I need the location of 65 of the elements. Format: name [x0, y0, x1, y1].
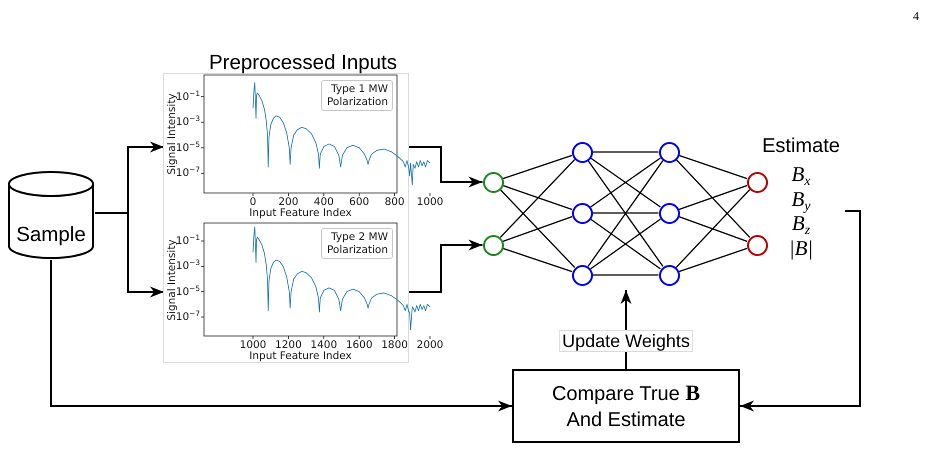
tick-label: 1000 — [240, 339, 266, 351]
page-number: 4 — [913, 9, 919, 23]
connection-line — [678, 248, 748, 272]
neuron-circle — [572, 202, 592, 224]
tick-label: 1800 — [381, 339, 408, 351]
connection-line — [502, 248, 572, 272]
tick-label: 600 — [349, 196, 370, 208]
tick-label: 1400 — [310, 339, 338, 351]
connection-line — [592, 212, 658, 214]
tick-label: 1600 — [346, 339, 373, 351]
tick-label: 10$^{−7}$ — [176, 167, 200, 180]
axis-title: Input Feature Index — [249, 207, 352, 219]
chart-legend: Type 2 MW Polarization — [321, 228, 393, 259]
chart-legend: Type 1 MW Polarization — [321, 80, 393, 111]
tick-label: 10$^{−3}$ — [176, 116, 200, 128]
output-label: B$_{x}$ — [792, 162, 810, 186]
tick-label: 400 — [314, 196, 334, 208]
neuron-circle — [746, 172, 768, 192]
connection-line — [676, 159, 750, 238]
connection-line — [500, 159, 576, 238]
tick-label: 10$^{−5}$ — [176, 286, 200, 298]
connection-line — [500, 189, 576, 268]
neuron-circle — [746, 234, 768, 256]
output-label: B$_{y}$ — [792, 186, 810, 211]
neuron-circle — [572, 142, 592, 162]
arrow — [50, 260, 512, 412]
connection-line — [592, 151, 658, 153]
tick-label: 2000 — [416, 339, 444, 351]
neuron-circle — [482, 234, 504, 256]
tick-label: 200 — [278, 196, 298, 208]
tick-label: 1200 — [275, 339, 302, 351]
connection-line — [678, 154, 748, 180]
axis-title: Input Feature Index — [249, 350, 352, 362]
tick-label: 10$^{−7}$ — [176, 311, 200, 324]
neuron-circle — [658, 142, 680, 162]
tick-label: 1000 — [416, 196, 444, 208]
neuron-circle — [482, 172, 504, 192]
connection-line — [678, 216, 748, 242]
neuron-circle — [572, 264, 592, 286]
connection-line — [676, 189, 750, 268]
neuron-circle — [658, 202, 680, 224]
tick-label: 10$^{−1}$ — [176, 235, 200, 247]
axis-title: Signal Intensity — [166, 238, 178, 320]
axis-title: Signal Intensity — [166, 93, 178, 175]
connection-line — [502, 154, 572, 180]
connection-line — [592, 274, 658, 276]
tick-label: 10$^{−3}$ — [176, 260, 200, 272]
connection-line — [502, 184, 572, 210]
arrow — [740, 210, 861, 412]
tick-label: 10$^{−5}$ — [176, 142, 200, 154]
tick-label: 800 — [384, 196, 405, 208]
arrow — [95, 212, 164, 298]
arrow — [408, 146, 482, 188]
arrow — [408, 240, 482, 293]
tick-label: 0 — [250, 196, 256, 208]
tick-label: 10$^{−1}$ — [176, 90, 200, 103]
process-box: Compare True B And Estimate — [512, 369, 740, 443]
edge-label: Update Weights — [559, 330, 693, 352]
connection-line — [502, 216, 572, 242]
neuron-circle — [658, 264, 680, 286]
output-heading: Estimate — [762, 135, 840, 157]
panel-title: Preprocessed Inputs — [208, 52, 398, 74]
database-cylinder: Sample — [7, 170, 95, 260]
output-label: |B| — [788, 236, 814, 260]
connection-line — [678, 184, 748, 210]
